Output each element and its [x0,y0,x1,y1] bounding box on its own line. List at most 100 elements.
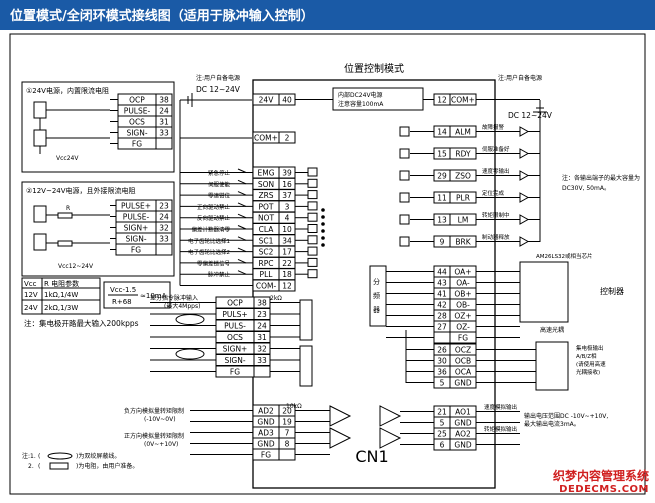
box1-vcc: Vcc24V [56,155,79,162]
amp-icon [379,427,402,449]
output-label: 伺服准备好 [482,145,510,153]
collector-note-2: A/B/Z相 [576,352,597,360]
controller-label: 控制器 [600,286,624,296]
encoder-pin-number: OA+ [454,268,471,277]
output-pin-name: 15 [437,150,447,159]
diff-pin-4: SIGN+32 [215,342,271,355]
input-pin-name: EMG [257,169,274,178]
amp-icon [329,405,352,427]
encoder-pin-3: 42 OB- [433,298,477,311]
input-pin-name: SON [258,180,274,189]
input-pin-name: RPC [259,259,274,268]
analog-out-pin-number: GND [454,419,471,428]
input-pin-name: POT [258,202,273,211]
output-pin-name: 14 [437,128,447,137]
input-pin-number: 10 [282,225,292,234]
diff-pin-6: FG [215,365,271,378]
encoder-header: AM26LS32或相当芯片 [536,252,593,260]
coupler-box [535,341,569,391]
output-pin-number: ALM [455,128,471,137]
analog-out-pin-name: 5 [440,419,445,428]
svg-text:)为双绞屏蔽线。: )为双绞屏蔽线。 [76,452,120,460]
output-voltage: DC 12~24V [508,111,553,120]
input-pin-name: CLA [259,225,275,234]
diff-pin-name: PULS- [224,322,246,331]
input-pin-number: 16 [282,180,292,189]
encoder-pin-number: OZ+ [454,312,471,321]
box1-title: ①24V电源，内置限流电阻 [26,86,109,95]
diode-icon [519,148,530,159]
diff-row: PULS-24 [150,319,300,332]
box1-pin-number: 31 [159,118,169,127]
analog-in-row: FG [190,448,330,461]
output-label: 故障报警 [482,123,505,131]
analog-note-a1: 负方向模拟量转矩限制 [124,407,184,415]
box2-pin-name: PULSE+ [121,202,151,211]
box2-pin-name: SIGN+ [124,224,149,233]
power-pin-1: COM+2 [252,131,296,144]
input-label: 脉冲禁止 [208,271,231,279]
encoder-pin-name: 42 [437,301,447,310]
analog-out-row: 5 GND [400,416,520,429]
divider-label-3: 器 [373,306,380,314]
internal-power-line2: 注意容量100mA [338,100,384,108]
input-pin-name: ZRS [258,191,273,200]
analog-note-a2: (-10V~0V) [144,416,176,423]
formula-denominator: R+68 [112,298,132,306]
ellipsis-dot [321,229,325,233]
diff-pin-number: 31 [257,333,267,342]
collector-pin-number: OCZ [455,346,471,355]
collector-note-3: (请使用高速 [576,360,606,368]
svg-text:DC 12~24V: DC 12~24V [196,85,241,94]
analog-out-pin-number: GND [454,441,471,450]
analog-out-pin-number: AO2 [455,430,471,439]
encoder-pin-number: OB- [456,301,470,310]
box2-pin-name: FG [131,246,141,255]
header-bar: 位置模式/全闭环模式接线图（适用于脉冲输入控制） [0,0,655,30]
box2-title: ②12V~24V电源，且外接限流电阻 [26,186,136,195]
input-pin-5: CLA 10 [252,223,296,235]
box1-pin-name: FG [132,140,142,149]
line-receiver-box [519,261,569,323]
encoder-pin-number: OA- [456,279,470,288]
input-pin-number: 22 [282,259,292,268]
analog-in-pin-name: FG [261,451,271,460]
output-pin-0: 14 ALM [433,125,477,138]
box1-pin-number: 38 [159,96,169,105]
watermark-line2: DEDECMS.COM [559,484,649,495]
collector-pin-name: 26 [437,346,447,355]
